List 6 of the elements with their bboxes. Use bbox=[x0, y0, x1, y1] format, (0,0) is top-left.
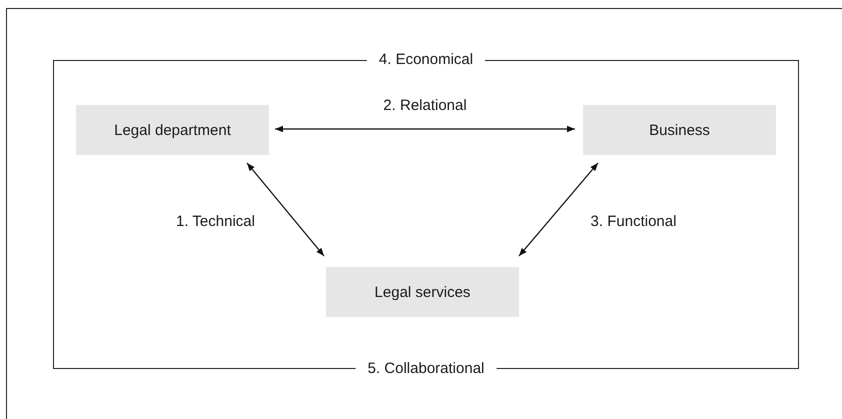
process-box: Legal services bbox=[326, 267, 519, 317]
double-arrow bbox=[518, 162, 598, 256]
process-box: Business bbox=[583, 105, 776, 155]
double-arrow bbox=[275, 126, 575, 132]
process-box: Legal department bbox=[76, 105, 269, 155]
double-arrow bbox=[246, 162, 324, 256]
